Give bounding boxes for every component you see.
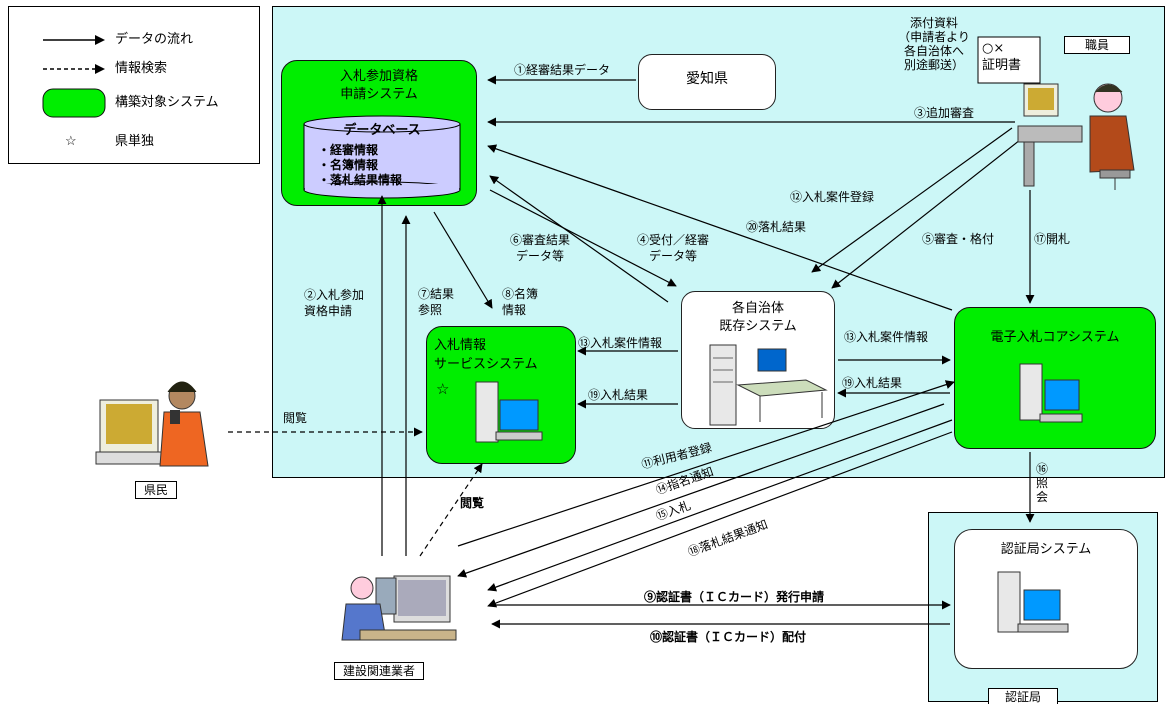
citizen-person-icon [95, 381, 209, 467]
flow-16-line1: ⑯ [1035, 462, 1048, 476]
legend-target-system: 構築対象システム [115, 95, 219, 110]
bidding-app-system-line2: 申請システム [340, 87, 418, 102]
flow-9-label: ⑨認証書（ＩＣカード）発行申請 [644, 590, 825, 604]
browse-contractor-label: 閲覧 [460, 496, 485, 510]
legend-data-flow: データの流れ [115, 32, 194, 47]
flow-4-line1: ④受付／経審 [636, 233, 709, 247]
flow-2-line2: 資格申請 [304, 304, 353, 318]
flow-1-label: ①経審結果データ [514, 63, 611, 77]
browse-citizen-label: 閲覧 [283, 411, 308, 425]
flow-13-right-label: ⑬入札案件情報 [844, 330, 929, 344]
flow-16-label: ⑯ 照 会 [1034, 462, 1050, 504]
staff-person-icon [1017, 83, 1135, 190]
bid-info-service-box [426, 326, 576, 464]
existing-system-line2: 既存システム [719, 319, 797, 334]
attachments-note: 添付資料 （申請者より 各自治体へ 別途郵送） [886, 16, 982, 72]
flow-10-label: ⑩認証書（ＩＣカード）配付 [650, 630, 807, 644]
flow-2-label: ②入札参加 資格申請 [304, 287, 364, 319]
flow-6-line2: データ等 [515, 249, 564, 263]
certificate-line2: 証明書 [982, 58, 1022, 73]
database-item-2: ・名簿情報 [318, 158, 379, 172]
database-item-1: ・経審情報 [318, 143, 379, 157]
attachments-line4: 別途郵送） [903, 58, 964, 72]
legend-star: ☆ [65, 134, 77, 149]
legend: データの流れ 情報検索 構築対象システム ☆ 県単独 [8, 6, 260, 164]
flow-19-left-label: ⑲入札結果 [588, 388, 649, 402]
flow-arrows [377, 75, 1035, 629]
certificate-doc [977, 36, 1041, 84]
e-bid-core-box [954, 307, 1156, 449]
bid-info-service-line2: サービスシステム [434, 357, 538, 372]
bid-info-star: ☆ [436, 380, 450, 398]
bid-info-service-line1: 入札情報 [434, 338, 487, 353]
aichi-label: 愛知県 [686, 71, 728, 87]
flow-17-label: ⑰開札 [1034, 232, 1071, 246]
database-items: ・経審情報 ・名簿情報 ・落札結果情報 [318, 143, 402, 188]
bid-info-service-title: 入札情報 サービスシステム [434, 336, 538, 374]
bidding-app-system-title: 入札参加資格 申請システム [281, 68, 477, 104]
ca-label: 認証局 [988, 688, 1058, 704]
attachments-line3: 各自治体へ [903, 44, 964, 58]
flow-5-label: ⑤審査・格付 [922, 232, 995, 246]
flow-16-line2: 照 [1035, 476, 1048, 490]
flow-8-line2: 情報 [502, 303, 527, 317]
flow-20-label: ⑳落札結果 [746, 220, 807, 234]
e-bid-core-computer-icon [1019, 363, 1083, 423]
database-title: データベース [343, 123, 421, 138]
bidding-app-system-line1: 入札参加資格 [339, 69, 418, 84]
ca-system-title: 認証局システム [1000, 542, 1092, 557]
certificate-text: ○× 証明書 [982, 40, 1021, 74]
legend-info-search: 情報検索 [115, 61, 168, 76]
ca-computer-icon [997, 571, 1069, 633]
staff-label: 職員 [1064, 36, 1130, 54]
flow-3-label: ③追加審査 [914, 106, 975, 120]
flow-7-line2: 参照 [418, 303, 443, 317]
flow-19-right-label: ⑲入札結果 [842, 376, 903, 390]
contractor-person-icon [341, 575, 457, 641]
flow-6-line1: ⑥審査結果 [509, 233, 570, 247]
search-arrows [228, 427, 483, 557]
flow-7-line1: ⑦結果 [418, 287, 455, 301]
existing-system-title: 各自治体 既存システム [681, 300, 835, 336]
flow-4-label: ④受付／経審 データ等 [628, 232, 718, 264]
flow-8-line1: ⑧名簿 [502, 287, 539, 301]
bid-info-computer-icon [475, 381, 543, 443]
flow-8-label: ⑧名簿 情報 [502, 286, 538, 318]
existing-system-computer-icon [709, 344, 828, 426]
flow-12-label: ⑫入札案件登録 [790, 190, 875, 204]
flow-7-label: ⑦結果 参照 [418, 286, 454, 318]
legend-prefecture-only: 県単独 [115, 134, 155, 149]
citizen-label: 県民 [135, 481, 177, 499]
certificate-line1: ○× [982, 41, 1005, 56]
existing-system-line1: 各自治体 [731, 301, 784, 316]
flow-2-line1: ②入札参加 [304, 288, 365, 302]
flow-13-left-label: ⑬入札案件情報 [578, 336, 663, 350]
flow-4-line2: データ等 [648, 249, 697, 263]
aichi-box [638, 54, 776, 110]
attachments-line2: （申請者より [898, 30, 970, 44]
database-cylinder [303, 115, 461, 199]
flow-6-label: ⑥審査結果 データ等 [498, 232, 582, 264]
database-item-3: ・落札結果情報 [318, 173, 403, 187]
flow-16-line3: 会 [1035, 490, 1048, 504]
attachments-line1: 添付資料 [909, 16, 958, 30]
contractor-label: 建設関連業者 [334, 662, 424, 680]
legend-graphics [42, 35, 106, 118]
e-bid-core-title: 電子入札コアシステム [990, 330, 1120, 345]
